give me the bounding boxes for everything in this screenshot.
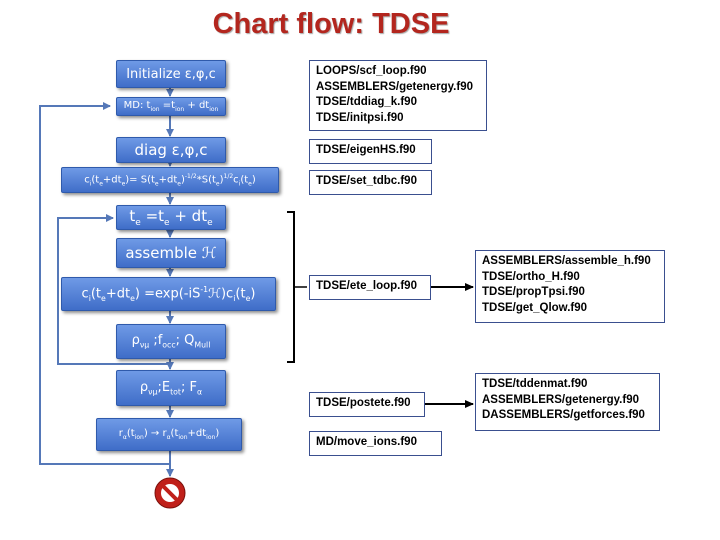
tdbc-file-box: TDSE/set_tdbc.f90 bbox=[309, 170, 432, 195]
coefficient-update-step: ci(te+dte)= S(te+dte)-1/2*S(te)1/2ci(te) bbox=[61, 167, 279, 193]
file-name: TDSE/tddenmat.f90 bbox=[482, 378, 588, 390]
file-name: ASSEMBLERS/assemble_h.f90 bbox=[482, 255, 651, 267]
file-name: TDSE/postete.f90 bbox=[316, 397, 411, 409]
assemble-h-step: assemble ℋ bbox=[116, 238, 226, 268]
stop-icon bbox=[154, 477, 186, 509]
file-name: MD/move_ions.f90 bbox=[316, 436, 417, 448]
file-name: ASSEMBLERS/getenergy.f90 bbox=[316, 80, 473, 93]
page-title: Chart flow: TDSE bbox=[212, 8, 450, 40]
ete-loop-file-box: TDSE/ete_loop.f90 bbox=[309, 275, 431, 300]
postete-subroutines-box: TDSE/tddenmat.f90 ASSEMBLERS/getenergy.f… bbox=[475, 373, 660, 431]
propagate-step: ci(te+dte) =exp(-iS-1ℋ)ci(te) bbox=[61, 277, 276, 311]
file-name: TDSE/eigenHS.f90 bbox=[316, 144, 416, 156]
file-name: DASSEMBLERS/getforces.f90 bbox=[482, 409, 645, 421]
diag-step: diag ε,φ,c bbox=[116, 137, 226, 163]
eigen-file-box: TDSE/eigenHS.f90 bbox=[309, 139, 432, 164]
density-energy-force-step: ρνμ;Etot; Fα bbox=[116, 370, 226, 406]
ete-loop-subroutines-box: ASSEMBLERS/assemble_h.f90 TDSE/ortho_H.f… bbox=[475, 250, 665, 323]
file-name: TDSE/tddiag_k.f90 bbox=[316, 96, 417, 108]
ion-loop-arrow bbox=[39, 102, 170, 465]
scf-files-box: LOOPS/scf_loop.f90 ASSEMBLERS/getenergy.… bbox=[309, 60, 487, 131]
file-name: TDSE/initpsi.f90 bbox=[316, 111, 404, 124]
file-name: TDSE/get_Qlow.f90 bbox=[482, 301, 588, 314]
ete-loop-bracket bbox=[287, 211, 295, 363]
move-ions-file-box: MD/move_ions.f90 bbox=[309, 431, 442, 456]
md-time-step: MD: tion =tion + dtion bbox=[116, 97, 226, 116]
move-ions-step: rα(tion) → rα(tion+dtion) bbox=[96, 418, 242, 451]
file-name: TDSE/set_tdbc.f90 bbox=[316, 175, 417, 187]
file-name: TDSE/ortho_H.f90 bbox=[482, 270, 580, 283]
file-name: TDSE/propTpsi.f90 bbox=[482, 286, 585, 298]
density-occupation-step: ρνμ ;focc; QMull bbox=[116, 324, 226, 359]
file-name: TDSE/ete_loop.f90 bbox=[316, 280, 417, 292]
initialize-step: Initialize ε,φ,c bbox=[116, 60, 226, 88]
electron-loop-arrow bbox=[57, 214, 170, 365]
electron-time-step: te =te + dte bbox=[116, 205, 226, 230]
file-name: ASSEMBLERS/getenergy.f90 bbox=[482, 393, 639, 406]
file-name: LOOPS/scf_loop.f90 bbox=[316, 65, 427, 77]
postete-file-box: TDSE/postete.f90 bbox=[309, 392, 425, 417]
